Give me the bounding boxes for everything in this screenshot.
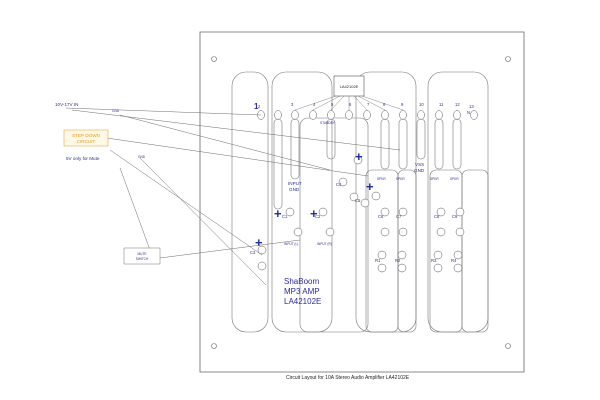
cap-label: C6: [378, 214, 384, 219]
spkr-label: SPKR: [396, 177, 405, 181]
cap-label: C1: [282, 214, 288, 219]
cap-label: C7: [396, 214, 402, 219]
pin-one-label: 1: [254, 102, 259, 111]
component-labels: C1 C2 C3 C4 C5 C6 C7 C8 C9 R1 R2 R3 R4: [250, 182, 458, 263]
resistor-label: R4: [451, 258, 457, 263]
standby-label: STANDBY: [320, 121, 336, 125]
pin-label: 2: [258, 104, 261, 109]
chip-leads: [294, 95, 404, 111]
pin-label: 11: [439, 102, 444, 107]
cap-label: C5: [355, 198, 361, 203]
pin-label: 3: [291, 102, 294, 107]
spkr-label: SPKR: [430, 177, 439, 181]
copper-outline: [231, 71, 489, 333]
resistor-label: R3: [431, 258, 437, 263]
mounting-holes: [211, 56, 511, 349]
cap-label: C3: [250, 250, 256, 255]
cap-label: C9: [452, 214, 458, 219]
pin-label: 10: [419, 102, 424, 107]
plus-icon: +: [355, 149, 363, 164]
mute-switch-line2: SWITCH: [136, 257, 149, 261]
gnd-label: GND: [138, 155, 146, 159]
pin-label: 6: [349, 102, 352, 107]
pin-label: 7: [367, 102, 370, 107]
stepdown-title: STEP DOWN: [72, 133, 100, 138]
mute-switch-line1: MUTE: [137, 252, 146, 256]
plus-icon: +: [310, 206, 318, 221]
polarity-markers: + + + + +: [255, 149, 374, 250]
pin-label: 4: [313, 102, 316, 107]
mute-switch-box: [123, 247, 161, 265]
plus-icon: +: [274, 206, 282, 221]
cap-label: C8: [434, 214, 440, 219]
resistor-label: R1: [375, 258, 381, 263]
wiring: [65, 107, 401, 286]
component-pads: [257, 155, 465, 273]
input-gnd-label-2: GND: [289, 187, 300, 192]
spkr-label: SPKR: [377, 177, 386, 181]
spkr-label: SPKR: [450, 177, 459, 181]
mute-note: 5V only for Mute: [66, 156, 100, 161]
diagram-caption: Circuit Layout for 10A Stereo Audio Ampl…: [286, 375, 410, 381]
board-title-line1: ShaBoom: [284, 277, 319, 286]
input-right-label: INPUT (R): [317, 242, 332, 246]
plus-icon: +: [366, 179, 374, 194]
cap-label: C2: [315, 214, 321, 219]
pin-traces: [273, 118, 462, 210]
resistor-label: R2: [395, 258, 401, 263]
pin-label: 9: [401, 102, 404, 107]
pin-pads: [257, 110, 478, 120]
gnd-label: GND: [112, 109, 120, 113]
plus-icon: +: [255, 235, 263, 250]
stepdown-box: [63, 129, 109, 147]
board-outline: [199, 31, 525, 373]
pin-label: 8: [383, 102, 386, 107]
board-title-line2: MP3 AMP: [284, 287, 320, 296]
vss-gnd-label-2: GND: [414, 168, 425, 173]
stepdown-subtitle: CIRCUIT: [77, 139, 96, 144]
chip-label: LA42102E: [340, 84, 359, 89]
input-left-label: INPUT (L): [284, 242, 298, 246]
supply-label: 10V-17V IN: [55, 102, 79, 107]
pin-label: 12: [455, 102, 460, 107]
board-title-line3: LA42102E: [284, 297, 321, 306]
pin-label: 5: [331, 102, 334, 107]
vss-gnd-label-1: VSS: [415, 162, 424, 167]
pin-label: 13: [469, 104, 474, 109]
cap-label: C4: [336, 182, 342, 187]
input-gnd-label-1: INPUT: [288, 181, 302, 186]
